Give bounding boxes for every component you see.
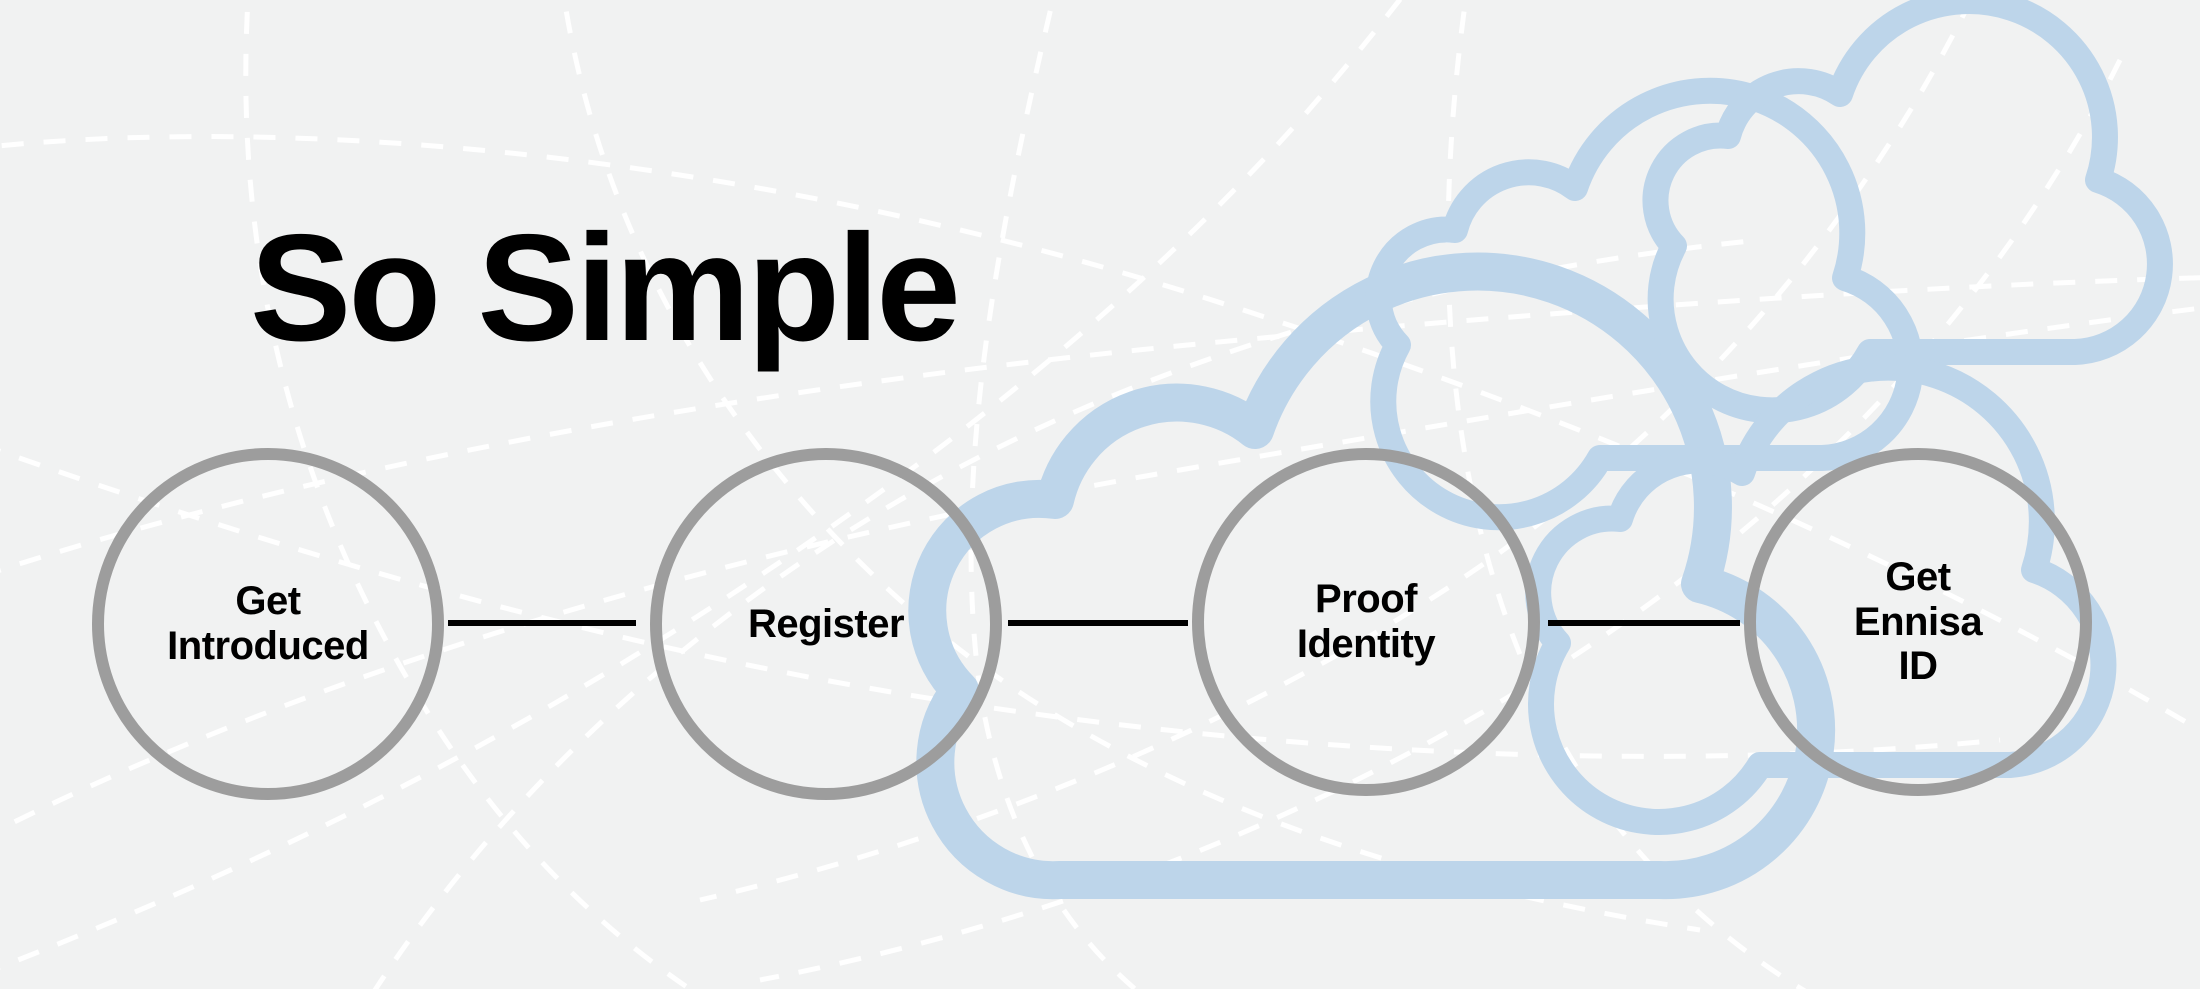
flow-node-label-line2: Introduced [167, 624, 369, 668]
flow-node-label-line2: Identity [1296, 622, 1436, 666]
flow-node-label-line1: Proof [1315, 577, 1417, 622]
cloud-small-top-right-icon [1642, 0, 2173, 424]
connector-line-2 [1008, 620, 1188, 626]
arc-line [759, 58, 2123, 983]
connector-line-1 [448, 620, 636, 626]
connector-line-3 [1548, 620, 1740, 626]
flow-node-label-line3: ID [1898, 644, 1939, 689]
arc-line [1445, 0, 1807, 989]
flow-node-label: Get Introduced [153, 579, 383, 669]
flow-node-label: Proof Identity [1283, 577, 1449, 667]
page-title: So Simple [250, 203, 961, 373]
flow-node-label-line1: Get [1885, 554, 1951, 599]
flow-node-label-line2: Ennisa [1853, 599, 1983, 644]
flow-node-label-line1: Register [747, 601, 905, 646]
flow-node-label-line1: Get [235, 579, 301, 624]
flow-node-label: Get Ennisa ID [1840, 555, 1996, 689]
flow-node-label: Register [734, 602, 918, 647]
